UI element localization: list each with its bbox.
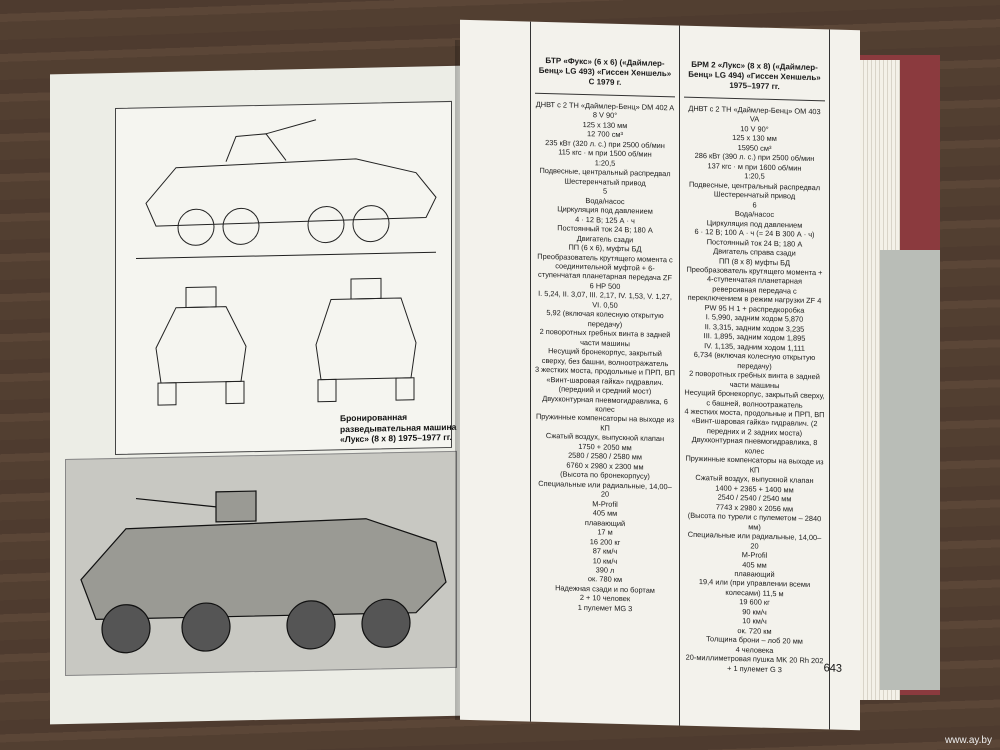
spec-row: 20-миллиметровая пушка MK 20 Rh 202 + 1 … xyxy=(685,652,824,674)
spec-column-luchs: БРМ 2 «Лукс» (8 х 8) («Даймлер-Бенц» LG … xyxy=(680,25,830,730)
blueprint-drawing xyxy=(136,119,437,406)
spec-row: 4 жестких моста, продольные и ПРП, ВП «В… xyxy=(684,406,825,438)
spec-row: 3 жестких моста, продольные и ПРП, ВП «В… xyxy=(535,364,675,396)
spec-row: Преобразователь крутящего момента с соед… xyxy=(537,251,673,291)
page-number: 643 xyxy=(823,662,842,675)
spec-row: Преобразователь крутящего момента + 4-ст… xyxy=(686,264,823,315)
vehicle-blueprint xyxy=(115,100,452,455)
column-header: БТР «Фукс» (6 х 6) («Даймлер-Бенц» LG 49… xyxy=(535,21,675,98)
blueprint-caption: Бронированная разведывательная машина «Л… xyxy=(340,411,457,445)
spec-column-fuchs: БТР «Фукс» (6 х 6) («Даймлер-Бенц» LG 49… xyxy=(530,21,680,726)
cutaway-drawing xyxy=(80,490,447,654)
column-header: БРМ 2 «Лукс» (8 х 8) («Даймлер-Бенц» LG … xyxy=(684,25,825,102)
left-page: Бронированная разведывательная машина «Л… xyxy=(50,65,465,725)
cover-panel xyxy=(880,250,940,690)
watermark: www.ay.by xyxy=(944,735,992,746)
right-page: БТР «Фукс» (6 х 6) («Даймлер-Бенц» LG 49… xyxy=(460,19,860,731)
vehicle-cutaway-photo xyxy=(65,450,457,677)
